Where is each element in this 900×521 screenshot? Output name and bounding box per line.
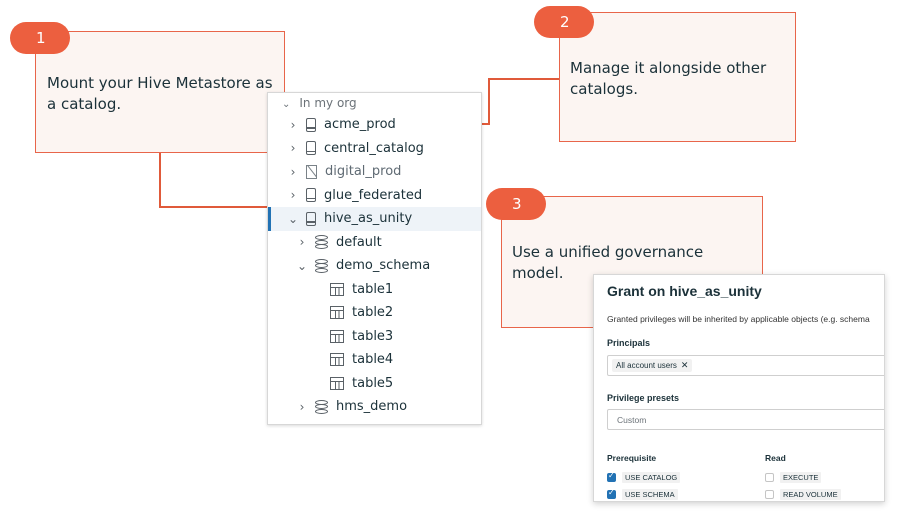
callout-box-2: [559, 12, 796, 142]
chevron-right-icon[interactable]: ›: [299, 399, 305, 414]
presets-value: Custom: [617, 415, 647, 425]
catalog-explorer-tree: ⌄ In my org › acme_prod › central_catalog…: [267, 92, 482, 425]
connector-2-vertical: [488, 78, 490, 125]
tree-item-default[interactable]: › default: [268, 231, 481, 255]
callout-badge-1: 1: [10, 22, 70, 54]
execute-checkbox[interactable]: [765, 473, 774, 482]
database-icon: [315, 399, 328, 414]
prerequisite-header: Prerequisite: [607, 453, 657, 463]
table-icon: [330, 353, 344, 367]
tree-item-label: table4: [352, 352, 394, 368]
tree-item-table2[interactable]: table2: [268, 301, 481, 325]
callout-text-1: Mount your Hive Metastore as a catalog.: [47, 74, 273, 113]
tree-item-label: demo_schema: [336, 258, 431, 274]
tree-item-table4[interactable]: table4: [268, 348, 481, 372]
tree-item-label: hive_as_unity: [324, 211, 413, 227]
callout-badge-2: 2: [534, 6, 594, 38]
tree-item-digital-prod[interactable]: › digital_prod: [268, 160, 481, 184]
chevron-right-icon[interactable]: ›: [290, 164, 296, 179]
grant-dialog: Grant on hive_as_unity Granted privilege…: [593, 274, 885, 502]
tree-item-table5[interactable]: table5: [268, 372, 481, 396]
tree-item-acme-prod[interactable]: › acme_prod: [268, 113, 481, 137]
chevron-down-icon: ⌄: [282, 99, 291, 110]
tree-header-label: In my org: [299, 96, 357, 110]
presets-label: Privilege presets: [607, 393, 680, 403]
catalog-icon: [306, 117, 316, 132]
database-icon: [315, 235, 328, 250]
tree-item-label: table1: [352, 281, 394, 297]
use-schema-label: USE SCHEMA: [622, 489, 678, 500]
principals-label: Principals: [607, 338, 651, 348]
presets-select[interactable]: Custom: [607, 409, 884, 430]
database-icon: [315, 258, 328, 273]
grant-dialog-description: Granted privileges will be inherited by …: [607, 314, 870, 324]
grant-dialog-title: Grant on hive_as_unity: [607, 283, 762, 299]
tree-item-hive-as-unity[interactable]: ⌄ hive_as_unity: [268, 207, 481, 231]
chevron-down-icon[interactable]: ⌄: [287, 211, 299, 226]
callout-text-3: Use a unified governance model.: [512, 243, 704, 282]
read-volume-checkbox[interactable]: [765, 490, 774, 499]
table-icon: [330, 306, 344, 320]
tree-item-table3[interactable]: table3: [268, 325, 481, 349]
table-icon: [330, 329, 344, 343]
callout-text-2: Manage it alongside other catalogs.: [570, 59, 767, 98]
callout-box-1: [35, 31, 285, 153]
chevron-down-icon[interactable]: ⌄: [296, 258, 308, 273]
tree-header-in-my-org[interactable]: ⌄ In my org: [282, 96, 357, 110]
connector-1-horizontal: [159, 206, 281, 208]
tree-item-table1[interactable]: table1: [268, 278, 481, 302]
tree-item-central-catalog[interactable]: › central_catalog: [268, 137, 481, 161]
tree-item-demo-schema[interactable]: ⌄ demo_schema: [268, 254, 481, 278]
use-catalog-checkbox[interactable]: [607, 471, 616, 482]
chevron-right-icon[interactable]: ›: [290, 141, 296, 156]
table-icon: [330, 282, 344, 296]
chevron-right-icon[interactable]: ›: [290, 117, 296, 132]
read-volume-label: READ VOLUME: [780, 489, 841, 500]
catalog-unavailable-icon: [306, 164, 317, 179]
tree-item-label: hms_demo: [336, 399, 408, 415]
tree-item-label: glue_federated: [324, 187, 423, 203]
catalog-icon: [306, 141, 316, 156]
principals-input[interactable]: All account users✕: [607, 355, 884, 376]
connector-2-top: [488, 78, 559, 80]
table-icon: [330, 376, 344, 390]
tree-item-label: central_catalog: [324, 140, 424, 156]
read-header: Read: [765, 453, 786, 463]
principal-chip-label: All account users: [616, 361, 677, 370]
tree-item-label: default: [336, 234, 382, 250]
tree-item-glue-federated[interactable]: › glue_federated: [268, 184, 481, 208]
execute-label: EXECUTE: [780, 472, 822, 483]
chip-remove-icon[interactable]: ✕: [680, 360, 689, 370]
principal-chip: All account users✕: [612, 359, 693, 372]
connector-1-vertical: [159, 153, 161, 207]
tree-item-label: digital_prod: [325, 164, 402, 180]
tree-item-hms-demo[interactable]: › hms_demo: [268, 395, 481, 419]
use-catalog-label: USE CATALOG: [622, 472, 681, 483]
tree-item-label: table3: [352, 328, 394, 344]
use-schema-checkbox[interactable]: [607, 488, 616, 499]
chevron-right-icon[interactable]: ›: [299, 235, 305, 250]
catalog-icon: [306, 188, 316, 203]
selection-indicator: [268, 207, 271, 231]
catalog-icon: [306, 211, 316, 226]
tree-item-label: table2: [352, 305, 394, 321]
callout-badge-3: 3: [486, 188, 546, 220]
tree-item-label: table5: [352, 375, 394, 391]
chevron-right-icon[interactable]: ›: [290, 188, 296, 203]
tree-item-label: acme_prod: [324, 117, 396, 133]
